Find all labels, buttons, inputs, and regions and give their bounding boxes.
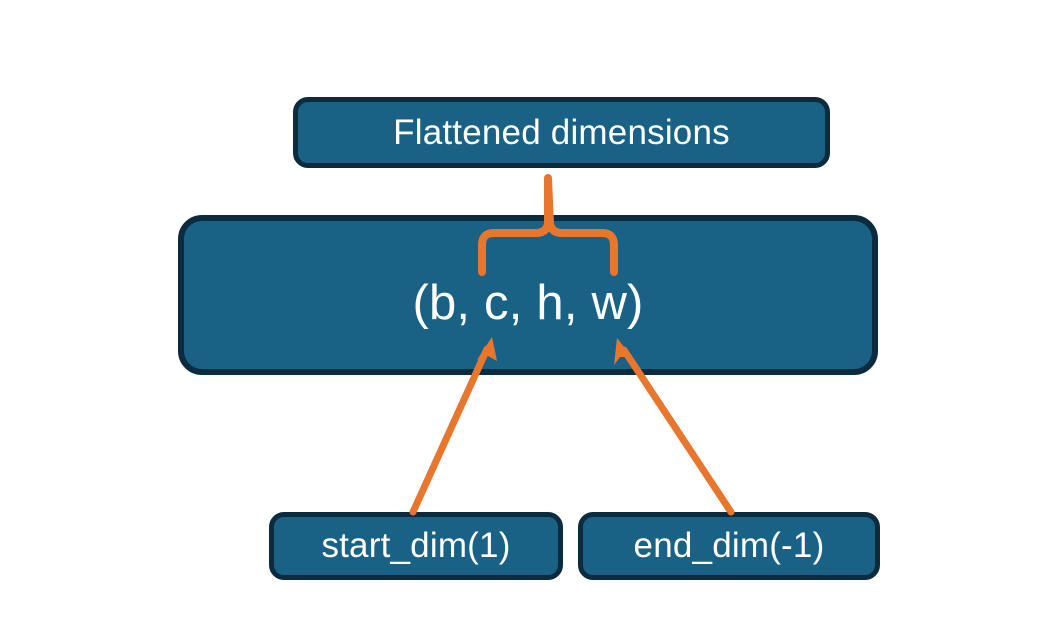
tensor-shape-box: (b, c, h, w) <box>178 215 878 375</box>
tensor-shape-label: (b, c, h, w) <box>412 276 644 330</box>
end-dim-label: end_dim(-1) <box>633 526 825 565</box>
start-dim-label: start_dim(1) <box>321 526 511 565</box>
start-dim-box: start_dim(1) <box>269 512 563 580</box>
flattened-dimensions-box: Flattened dimensions <box>293 97 830 168</box>
flattened-dimensions-label: Flattened dimensions <box>393 112 730 152</box>
end-dim-box: end_dim(-1) <box>578 512 880 580</box>
